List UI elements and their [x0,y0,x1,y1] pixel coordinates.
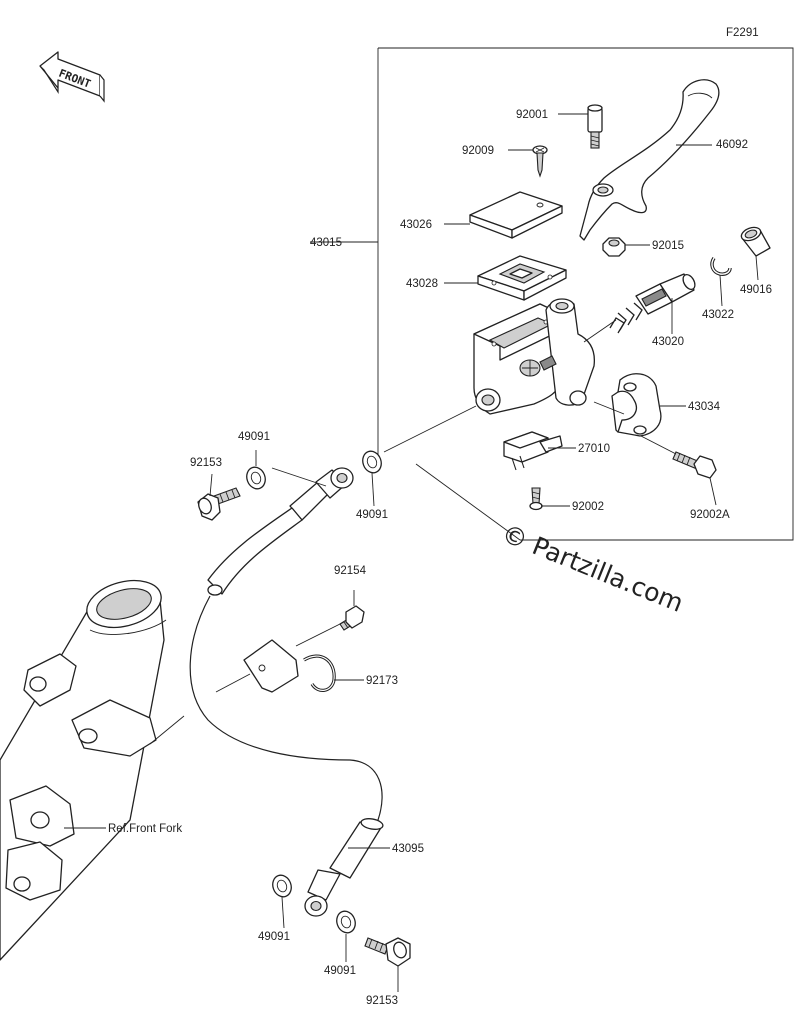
reservoir-screw [532,145,548,178]
part-label: 43034 [688,401,721,413]
washer [246,466,266,490]
banjo-bolt [364,937,411,967]
dust-boot [740,226,771,257]
switch-screw [529,487,543,511]
part-label: 92001 [516,109,548,121]
part-label: 49091 [258,931,290,943]
ref-front-fork-label: Ref.Front Fork [108,823,182,835]
part-label: 49091 [238,431,270,443]
part-label: 49091 [324,965,356,977]
figure-code: F2291 [726,27,759,39]
diaphragm [477,255,567,301]
circlip [710,257,732,276]
brake-switch [503,431,563,471]
clamp-bolt [672,451,717,479]
part-label: 49016 [740,284,772,296]
washer [336,910,356,934]
part-label: 92002 [572,501,604,513]
part-label: 92015 [652,240,684,252]
part-label: 46092 [716,139,748,151]
reservoir-cap [469,191,563,239]
banjo-bolt [197,487,241,521]
leader-lines [64,113,759,992]
front-arrow-icon: FRONT [39,51,105,103]
brake-hose [189,507,384,917]
hose-bracket [243,639,336,693]
part-label: 92173 [366,675,398,687]
part-label: 92009 [462,145,494,157]
part-labels: 92001 92009 46092 43026 92015 43015 4302… [190,109,772,1007]
part-label: 92154 [334,565,367,577]
part-label: 43015 [310,237,342,249]
master-cylinder-body [473,298,596,415]
bracket-bolt [339,605,365,631]
piston-assembly [609,273,696,334]
lever-nut [602,237,626,257]
part-label: 43028 [406,278,438,290]
washer [362,450,382,474]
handlebar-clamp [611,373,662,437]
part-label: 92153 [190,457,222,469]
part-label: 92153 [366,995,398,1007]
brake-hose-fitting-upper [289,467,354,521]
part-label: 92002A [690,509,730,521]
part-label: 43095 [392,843,424,855]
part-label: 27010 [578,443,610,455]
part-label: 43020 [652,336,684,348]
watermark: © Partzilla.com [498,519,688,618]
part-label: 43022 [702,309,734,321]
assembly-box [378,47,794,541]
part-label: 43026 [400,219,432,231]
brake-lever [579,79,720,241]
pivot-bolt [587,104,603,149]
part-label: 49091 [356,509,388,521]
front-fork-reference [0,579,167,961]
washer [272,874,292,898]
